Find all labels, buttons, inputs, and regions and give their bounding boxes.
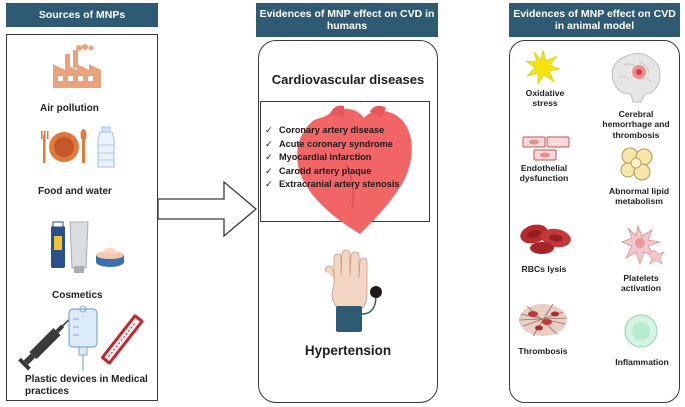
source-label-medical: Plastic devices in Medical practices: [25, 374, 148, 397]
rbcs-icon: [520, 224, 571, 254]
humans-title: Evidences of MNP effect on CVD in humans: [259, 7, 435, 32]
animal-header: Evidences of MNP effect on CVD in animal…: [509, 3, 680, 37]
check-icon: ✓: [265, 152, 273, 163]
flow-arrow-icon: [157, 180, 258, 238]
source-label-air: Air pollution: [40, 103, 99, 114]
oxidative-stress-icon: [525, 49, 562, 85]
brain-hemorrhage-icon: [611, 52, 661, 103]
cvd-disease-item: ✓Extracranial artery stenosis: [265, 178, 437, 192]
heart-icon: [297, 105, 412, 234]
blood-pressure-icon: [325, 249, 382, 332]
endothelial-cells-icon: [522, 136, 570, 161]
animal-title: Evidences of MNP effect on CVD in animal…: [513, 7, 676, 32]
check-icon: ✓: [265, 138, 273, 149]
source-label-cosmetics: Cosmetics: [52, 290, 103, 301]
medical-devices-icon: [18, 305, 144, 371]
check-icon: ✓: [265, 165, 273, 176]
cvd-disease-item: ✓Acute coronary syndrome: [265, 138, 437, 152]
effect-label-endothelial: Endothelial dysfunction: [519, 163, 569, 184]
cosmetics-icon: [51, 221, 124, 273]
effect-label-lipid: Abnormal lipid metabolism: [608, 186, 670, 207]
hypertension-label: Hypertension: [304, 343, 392, 358]
sources-header: Sources of MNPs: [6, 3, 158, 27]
cvd-disease-item: ✓Coronary artery disease: [265, 124, 437, 138]
inflammation-icon: [624, 314, 658, 348]
effect-label-platelets: Platelets activation: [620, 273, 662, 294]
plate-bottle-icon: [41, 126, 115, 168]
cvd-disease-list: ✓Coronary artery disease ✓Acute coronary…: [265, 124, 437, 192]
cvd-title: Cardiovascular diseases: [271, 72, 425, 87]
cvd-disease-item: ✓Myocardial infarction: [265, 151, 437, 165]
thrombosis-icon: [518, 303, 568, 337]
lipid-droplets-icon: [620, 147, 653, 181]
effect-label-rbcs: RBCs lysis: [521, 264, 567, 274]
effect-label-thrombosis: Thrombosis: [518, 346, 568, 356]
effect-label-inflammation: Inflammation: [615, 357, 669, 367]
check-icon: ✓: [265, 179, 273, 190]
cvd-disease-item: ✓Carotid artery plaque: [265, 165, 437, 179]
factory-icon: [53, 44, 101, 88]
sources-title: Sources of MNPs: [38, 8, 126, 21]
check-icon: ✓: [265, 125, 273, 135]
platelets-icon: [620, 224, 665, 266]
humans-header: Evidences of MNP effect on CVD in humans: [256, 3, 438, 37]
source-label-food: Food and water: [38, 186, 112, 197]
effect-label-oxidative: Oxidative stress: [525, 88, 565, 109]
effect-label-cerebral: Cerebral hemorrhage and thrombosis: [602, 109, 670, 140]
